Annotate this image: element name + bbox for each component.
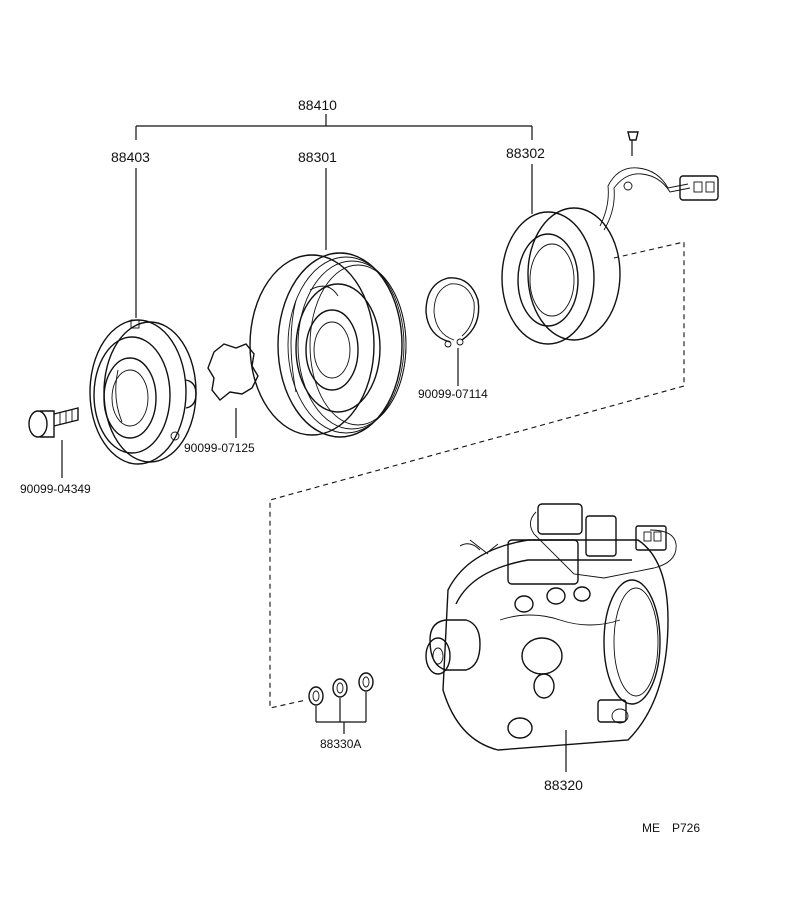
label-88403: 88403	[111, 149, 150, 165]
o-rings-part: 88330A	[308, 672, 374, 751]
stator-coil-part: 88302	[501, 131, 719, 345]
snap-ring-part: 90099-07114	[418, 277, 488, 401]
footer-code: ME P726	[642, 821, 700, 835]
label-88410: 88410	[298, 97, 337, 113]
label-90099-07125: 90099-07125	[184, 441, 255, 455]
assembly-bracket: 88410	[135, 97, 533, 140]
label-88301: 88301	[298, 149, 337, 165]
footer-code-left: ME	[642, 821, 660, 835]
footer-code-right: P726	[672, 821, 700, 835]
bolt-part: 90099-04349	[20, 407, 91, 496]
label-88302: 88302	[506, 145, 545, 161]
label-90099-07114: 90099-07114	[418, 387, 488, 401]
dashed-guides	[269, 241, 685, 709]
compressor-part: 88320	[425, 503, 677, 793]
label-90099-04349: 90099-04349	[20, 482, 91, 496]
pulley-part: 88301	[249, 149, 407, 438]
shim-part: 90099-07125	[184, 343, 259, 455]
label-88320: 88320	[544, 777, 583, 793]
label-88330A: 88330A	[320, 737, 361, 751]
clutch-hub-part: 88403	[89, 149, 197, 465]
